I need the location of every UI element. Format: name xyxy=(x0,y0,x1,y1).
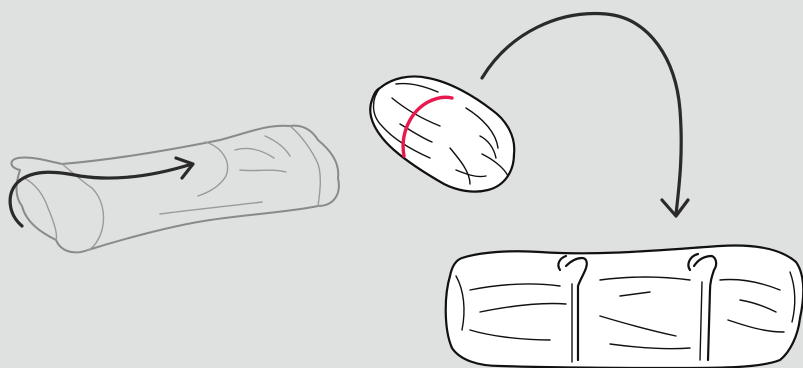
packed-bag-icon xyxy=(446,246,803,368)
rolled-bundle-icon xyxy=(370,76,514,191)
roll-arrow-icon xyxy=(10,158,193,226)
flat-bag-icon xyxy=(11,126,338,253)
insert-arrow-icon xyxy=(482,14,688,216)
